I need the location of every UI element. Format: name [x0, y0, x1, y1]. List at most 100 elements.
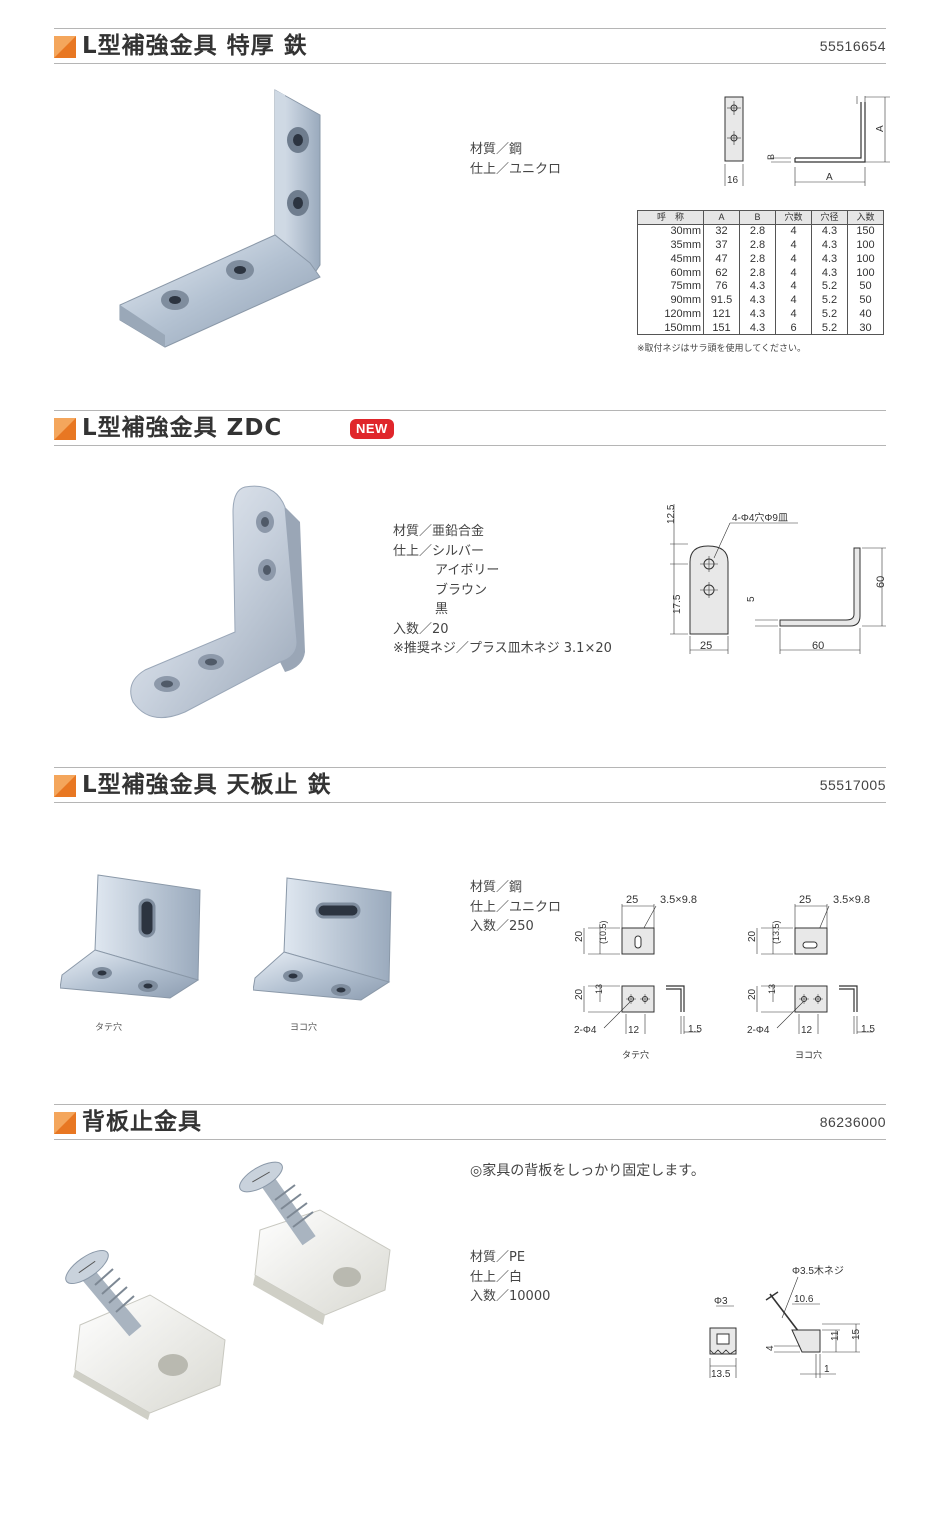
- section-title: L型補強金具 天板止 鉄: [82, 772, 332, 798]
- product-code: 55516654: [819, 38, 886, 54]
- dim-13-label: 13: [594, 984, 604, 994]
- dim-20b-label: 20: [747, 988, 758, 1000]
- spec-quantity: 入数／20: [393, 621, 449, 637]
- spec-quantity: 入数／10000: [470, 1289, 551, 1304]
- col-name: 呼 称: [637, 210, 704, 225]
- spec-material: 材質／PE: [470, 1250, 526, 1265]
- spec-quantity: 入数／250: [470, 919, 534, 934]
- col-qty: 入数: [847, 210, 884, 225]
- section-l-bracket-zdc: L型補強金具 ZDC NEW 材質／亜鉛合金 仕上／シルバー アイボリー ブラウ…: [0, 0, 945, 760]
- spec-finish: 仕上／シルバー: [393, 543, 485, 559]
- product-photo-back-panel-fastener: [65, 1161, 391, 1420]
- spec-list: 材質／亜鉛合金 仕上／シルバー アイボリー ブラウン 黒 入数／20 ※推奨ネジ…: [393, 522, 612, 659]
- spec-list: 材質／鋼 仕上／ユニクロ: [470, 140, 561, 179]
- table-cell: 100: [847, 265, 884, 280]
- product-photo-horizontal-slot: [253, 877, 392, 1001]
- section-marker-icon: [54, 36, 76, 58]
- dim-25-label: 25: [626, 894, 638, 906]
- table-cell: 50: [847, 293, 884, 308]
- spec-finish: 仕上／ユニクロ: [470, 899, 562, 915]
- dimension-drawing: 4-Φ4穴Φ9皿 12.5 17.5 25 5 60 60: [666, 504, 887, 654]
- dim-25-label: 25: [700, 640, 712, 652]
- dim-1-5-label: 1.5: [861, 1024, 875, 1035]
- spec-material: 材質／鋼: [470, 142, 523, 157]
- table-cell: 100: [847, 238, 884, 252]
- section-marker-icon: [54, 418, 76, 440]
- product-photo-zdc-bracket: [130, 485, 305, 719]
- table-cell: 40: [847, 307, 884, 321]
- dimension-drawing: Φ3 13.5 Φ3.5木ネジ 10.6 11 15 4 1: [709, 1265, 862, 1380]
- spec-screw: ※推奨ネジ／プラス皿木ネジ 3.1×20: [393, 641, 612, 656]
- lead-text: ◎家具の背板をしっかり固定します。: [470, 1163, 705, 1179]
- dim-a-horizontal-label: A: [826, 172, 833, 183]
- dim-11-label: 11: [830, 1330, 841, 1341]
- dim-60-horizontal-label: 60: [812, 640, 824, 652]
- diagram-caption-vertical: タテ穴: [622, 1049, 649, 1060]
- dim-20-label: 20: [747, 930, 758, 942]
- dim-width-label: 16: [727, 175, 739, 186]
- dim-b-label: B: [766, 154, 776, 160]
- caption-vertical-slot: タテ穴: [95, 1023, 123, 1033]
- section-l-bracket-top-board: L型補強金具 天板止 鉄 55517005 タテ穴 ヨコ穴 材質／鋼 仕上／ユニ…: [54, 767, 886, 1060]
- spec-material: 材質／亜鉛合金: [393, 524, 485, 539]
- table-cell: 30: [847, 320, 884, 336]
- dim-12-5-label: 12.5: [666, 504, 677, 524]
- dimension-drawing-vertical-slot: 25 3.5×9.8 20 (10.5) 20 13 2-Φ4 12 1.5 タ…: [574, 894, 702, 1060]
- table-cell: 100: [847, 251, 884, 266]
- spec-list: 材質／鋼 仕上／ユニクロ 入数／250: [470, 878, 561, 937]
- dim-1-label: 1: [824, 1364, 830, 1375]
- dimension-drawing: 16 A A B: [724, 96, 890, 186]
- dim-phi3-label: Φ3: [714, 1296, 728, 1307]
- section-marker-icon: [54, 1112, 76, 1134]
- caption-horizontal-slot: ヨコ穴: [290, 1023, 318, 1033]
- table-cell: 50: [847, 279, 884, 294]
- col-hole-dia: 穴径: [811, 210, 848, 225]
- screw-note: ※取付ネジはサラ頭を使用してください。: [637, 344, 807, 354]
- dim-13-label: 13: [767, 984, 777, 994]
- section-marker-icon: [54, 775, 76, 797]
- dim-20b-label: 20: [574, 988, 585, 1000]
- section-header: L型補強金具 ZDC NEW: [54, 410, 886, 446]
- new-badge: NEW: [350, 419, 394, 439]
- dim-10-6-label: 10.6: [794, 1294, 814, 1305]
- product-photo-l-bracket: [119, 89, 321, 348]
- dim-hole-label: 4-Φ4穴Φ9皿: [732, 511, 788, 524]
- spec-color-ivory: アイボリー: [435, 563, 500, 578]
- dim-17-5-label: 17.5: [672, 594, 683, 614]
- dim-12-label: 12: [801, 1025, 813, 1036]
- col-a: A: [703, 210, 740, 225]
- section-header: L型補強金具 特厚 鉄 55516654: [54, 28, 886, 64]
- dim-screw-label: Φ3.5木ネジ: [792, 1265, 844, 1277]
- dim-holes-label: 2-Φ4: [747, 1025, 770, 1036]
- dim-60-vertical-label: 60: [875, 576, 887, 588]
- dim-slot-label: 3.5×9.8: [660, 894, 697, 906]
- section-header: 背板止金具 86236000: [54, 1104, 886, 1140]
- dim-15-label: 15: [851, 1328, 862, 1340]
- table-cell: 150: [847, 224, 884, 239]
- spec-material: 材質／鋼: [470, 880, 523, 895]
- product-code: 55517005: [819, 777, 886, 793]
- spec-color-brown: ブラウン: [435, 582, 488, 598]
- diagram-caption-horizontal: ヨコ穴: [795, 1049, 822, 1060]
- dim-13-5-label: 13.5: [711, 1369, 731, 1380]
- dimension-drawing-horizontal-slot: 25 3.5×9.8 20 (13.5) 20 13 2-Φ4 12 1.5 ヨ…: [747, 894, 875, 1060]
- table-header-row: 呼 称 A B 穴数 穴径 入数: [637, 210, 884, 225]
- spec-color-black: 黒: [435, 602, 449, 617]
- dim-1-5-label: 1.5: [688, 1024, 702, 1035]
- dim-12-label: 12: [628, 1025, 640, 1036]
- dim-holes-label: 2-Φ4: [574, 1025, 597, 1036]
- dim-5-label: 5: [746, 596, 757, 602]
- spec-finish: 仕上／ユニクロ: [470, 161, 562, 177]
- dim-25-label: 25: [799, 894, 811, 906]
- spec-finish: 仕上／白: [470, 1269, 523, 1285]
- dim-a-vertical-label: A: [875, 125, 886, 132]
- section-header: L型補強金具 天板止 鉄 55517005: [54, 767, 886, 803]
